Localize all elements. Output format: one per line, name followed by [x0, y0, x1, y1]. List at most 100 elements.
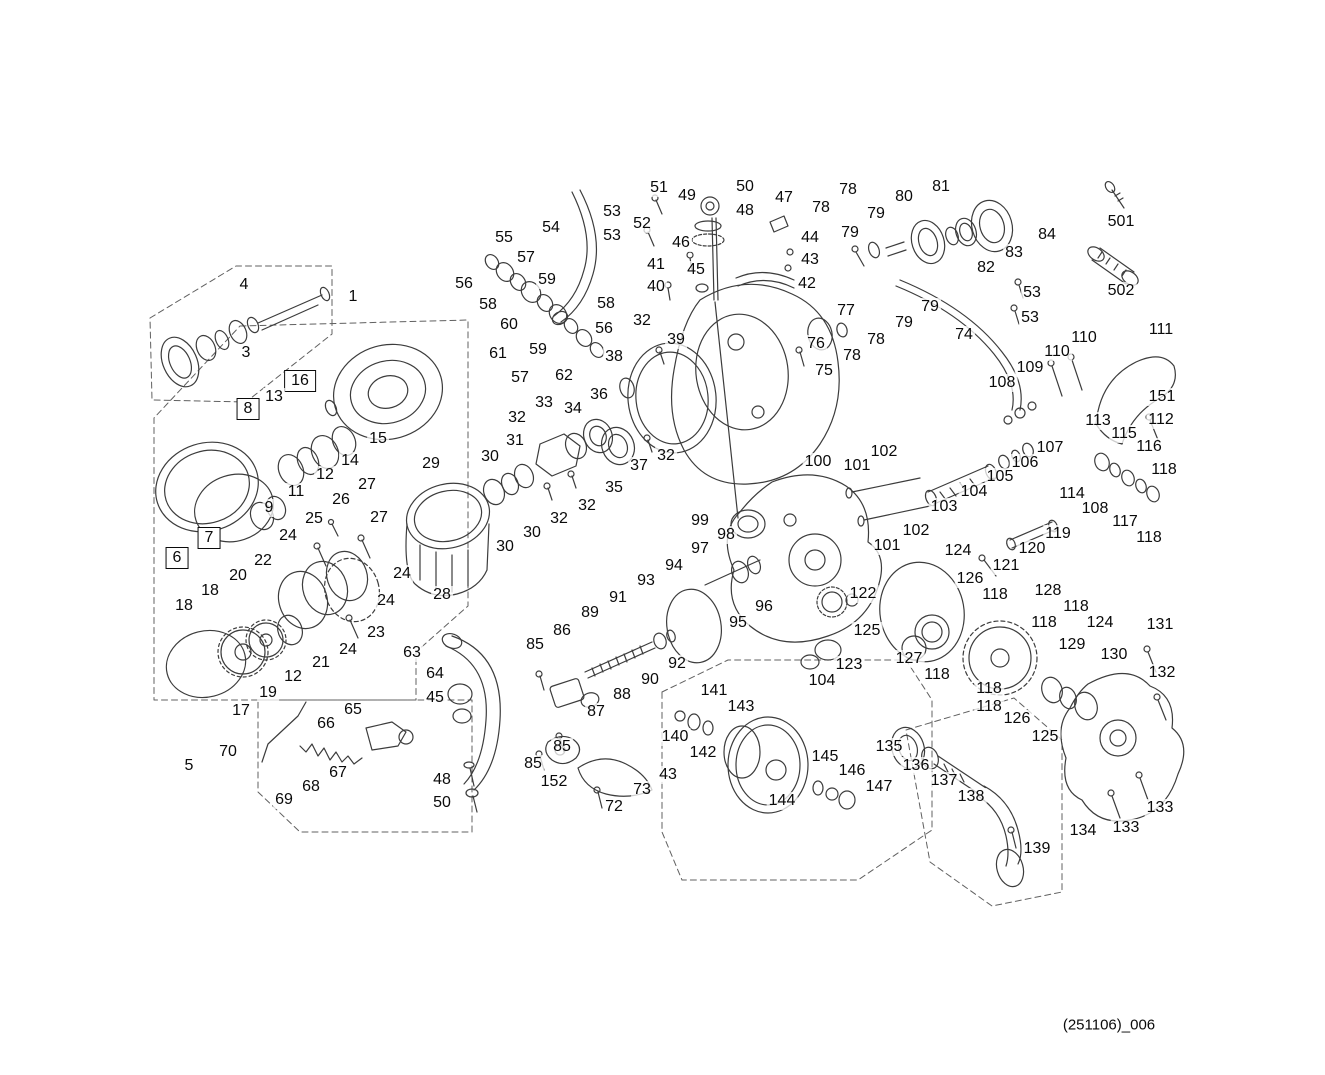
part-label-115: 115	[1109, 425, 1139, 443]
part-label-152: 152	[538, 773, 570, 791]
part-label-22: 22	[252, 552, 274, 570]
part-label-5: 5	[182, 757, 196, 775]
part-label-33: 33	[533, 394, 555, 412]
part-label-45: 45	[685, 261, 707, 279]
spool-skirt	[405, 482, 491, 597]
line-roller	[851, 199, 1024, 325]
part-label-58: 58	[477, 296, 499, 314]
part-label-63: 63	[401, 644, 423, 662]
part-label-147: 147	[863, 778, 895, 796]
part-label-83: 83	[1003, 244, 1025, 262]
part-label-49: 49	[676, 187, 698, 205]
part-label-106: 106	[1009, 454, 1041, 472]
part-label-134: 134	[1067, 822, 1099, 840]
part-label-107: 107	[1034, 439, 1066, 457]
part-label-502: 502	[1105, 282, 1137, 300]
part-label-80: 80	[893, 188, 915, 206]
part-label-23: 23	[365, 624, 387, 642]
drag-knob-assembly	[155, 343, 444, 543]
part-label-108: 108	[1079, 500, 1111, 518]
part-label-50: 50	[431, 794, 453, 812]
doc-code: (251106)_006	[1062, 1016, 1156, 1034]
part-label-32: 32	[576, 497, 598, 515]
part-label-4: 4	[237, 276, 251, 294]
part-label-125: 125	[1029, 728, 1061, 746]
part-label-24: 24	[277, 527, 299, 545]
part-label-79: 79	[865, 205, 887, 223]
part-label-117: 117	[1110, 513, 1140, 531]
part-label-84: 84	[1036, 226, 1058, 244]
bail-arm-upper	[551, 189, 795, 326]
part-label-114: 114	[1057, 485, 1087, 503]
part-label-60: 60	[498, 316, 520, 334]
clutch-gears	[800, 561, 965, 670]
part-label-51: 51	[648, 179, 670, 197]
part-label-79: 79	[919, 298, 941, 316]
part-label-140: 140	[659, 728, 691, 746]
part-label-67: 67	[327, 764, 349, 782]
fasteners-501-502	[1087, 180, 1139, 286]
part-label-102: 102	[900, 522, 932, 540]
group-outlines	[149, 265, 1063, 907]
part-label-118: 118	[980, 586, 1010, 604]
part-label-109: 109	[1014, 359, 1046, 377]
part-label-32: 32	[655, 447, 677, 465]
part-label-75: 75	[813, 362, 835, 380]
part-label-59: 59	[527, 341, 549, 359]
part-label-53: 53	[1021, 284, 1043, 302]
bail-arm-lower	[261, 632, 653, 813]
part-label-7: 7	[197, 527, 221, 549]
part-label-93: 93	[635, 572, 657, 590]
part-label-120: 120	[1016, 540, 1048, 558]
part-label-143: 143	[725, 698, 757, 716]
part-label-47: 47	[773, 189, 795, 207]
part-label-32: 32	[548, 510, 570, 528]
part-label-37: 37	[628, 457, 650, 475]
part-label-25: 25	[303, 510, 325, 528]
part-label-34: 34	[562, 400, 584, 418]
part-label-16: 16	[284, 370, 316, 392]
part-label-144: 144	[766, 792, 798, 810]
part-label-94: 94	[663, 557, 685, 575]
part-label-118: 118	[1149, 461, 1179, 479]
part-label-85: 85	[522, 755, 544, 773]
part-label-122: 122	[847, 585, 879, 603]
part-label-39: 39	[665, 331, 687, 349]
part-label-27: 27	[368, 509, 390, 527]
part-label-53: 53	[1019, 309, 1041, 327]
part-label-38: 38	[603, 348, 625, 366]
part-label-15: 15	[367, 430, 389, 448]
part-label-69: 69	[273, 791, 295, 809]
part-label-78: 78	[810, 199, 832, 217]
part-label-88: 88	[611, 686, 633, 704]
part-label-108: 108	[986, 374, 1018, 392]
part-label-142: 142	[687, 744, 719, 762]
part-label-3: 3	[239, 344, 253, 362]
part-label-78: 78	[865, 331, 887, 349]
part-label-46: 46	[670, 234, 692, 252]
spool-shaft-assembly	[160, 286, 331, 388]
part-label-118: 118	[974, 680, 1004, 698]
part-label-112: 112	[1146, 411, 1176, 429]
part-label-89: 89	[579, 604, 601, 622]
part-label-40: 40	[645, 278, 667, 296]
part-label-130: 130	[1098, 646, 1130, 664]
part-label-121: 121	[990, 557, 1022, 575]
part-label-53: 53	[601, 227, 623, 245]
part-label-57: 57	[515, 249, 537, 267]
part-label-45: 45	[424, 689, 446, 707]
part-label-21: 21	[310, 654, 332, 672]
part-label-70: 70	[217, 743, 239, 761]
part-label-59: 59	[536, 271, 558, 289]
part-label-118: 118	[1061, 598, 1091, 616]
part-label-77: 77	[835, 302, 857, 320]
part-label-104: 104	[958, 483, 990, 501]
part-label-81: 81	[930, 178, 952, 196]
rotor	[619, 217, 840, 485]
part-label-124: 124	[1084, 614, 1116, 632]
part-label-118: 118	[1134, 529, 1164, 547]
part-label-28: 28	[431, 586, 453, 604]
part-label-14: 14	[339, 452, 361, 470]
part-label-17: 17	[230, 702, 252, 720]
part-label-125: 125	[851, 622, 883, 640]
